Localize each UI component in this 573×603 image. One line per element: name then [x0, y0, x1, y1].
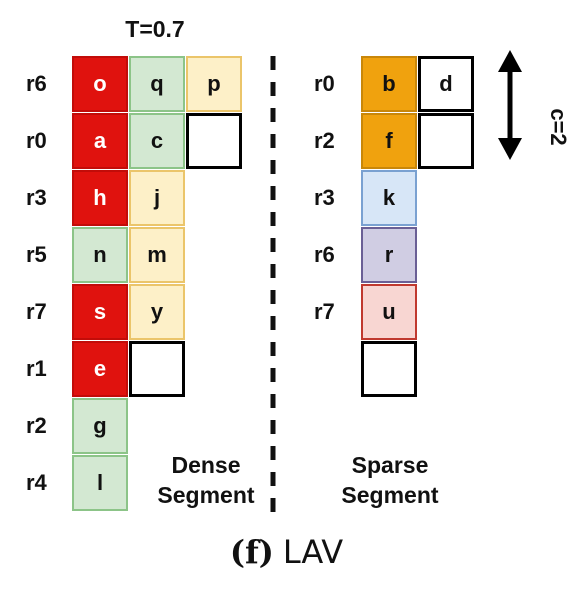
sparse-cell-col1-4: u [361, 284, 417, 340]
dense-segment-label: Dense Segment [138, 450, 274, 510]
sparse-cell-col2-1 [418, 113, 474, 169]
dense-cell-col1-2: h [72, 170, 128, 226]
dense-cell-col1-6: g [72, 398, 128, 454]
dense-row-label-r3: r3 [26, 185, 47, 210]
dense-cell-col1-3: n [72, 227, 128, 283]
sparse-cell-col1-0: b [361, 56, 417, 112]
double-arrow-icon [498, 50, 522, 160]
dense-cell-col2-5 [129, 341, 185, 397]
dense-row-label-r7: r7 [26, 299, 47, 324]
sparse-row-label-r0: r0 [314, 71, 335, 96]
sparse-cell-col2-0: d [418, 56, 474, 112]
dense-row-label-r2: r2 [26, 413, 47, 438]
dense-cell-col1-0: o [72, 56, 128, 112]
sparse-label-line1: Sparse [351, 452, 429, 478]
caption-name: LAV [282, 533, 344, 571]
dense-cell-col2-2: j [129, 170, 185, 226]
figure-caption: (f) LAV [0, 532, 573, 572]
sparse-cell-col1-1: f [361, 113, 417, 169]
caption-letter: (f) [229, 533, 274, 571]
dense-row-label-r4: r4 [26, 470, 47, 495]
dense-row-label-r5: r5 [26, 242, 47, 267]
dense-label-line2: Segment [157, 482, 255, 508]
dense-row-label-r0: r0 [26, 128, 47, 153]
sparse-row-label-r6: r6 [314, 242, 335, 267]
dense-row-label-r6: r6 [26, 71, 47, 96]
c-value-label: c=2 [546, 108, 571, 146]
sparse-cell-col1-3: r [361, 227, 417, 283]
sparse-row-label-r7: r7 [314, 299, 335, 324]
dense-cell-col1-4: s [72, 284, 128, 340]
dense-cell-col2-3: m [129, 227, 185, 283]
sparse-cell-col1-5 [361, 341, 417, 397]
sparse-label-line2: Segment [341, 482, 439, 508]
dense-cell-col3-1 [186, 113, 242, 169]
dense-cell-col1-5: e [72, 341, 128, 397]
dense-cell-col2-0: q [129, 56, 185, 112]
dense-cell-col2-1: c [129, 113, 185, 169]
sparse-row-label-r3: r3 [314, 185, 335, 210]
sparse-row-label-r2: r2 [314, 128, 335, 153]
dense-cell-col1-7: l [72, 455, 128, 511]
dense-cell-col2-4: y [129, 284, 185, 340]
dense-cell-col3-0: p [186, 56, 242, 112]
dense-cell-col1-1: a [72, 113, 128, 169]
sparse-cell-col1-2: k [361, 170, 417, 226]
dense-row-label-r1: r1 [26, 356, 47, 381]
dense-label-line1: Dense [171, 452, 241, 478]
sparse-segment-label: Sparse Segment [322, 450, 458, 510]
threshold-label: T=0.7 [125, 16, 185, 42]
